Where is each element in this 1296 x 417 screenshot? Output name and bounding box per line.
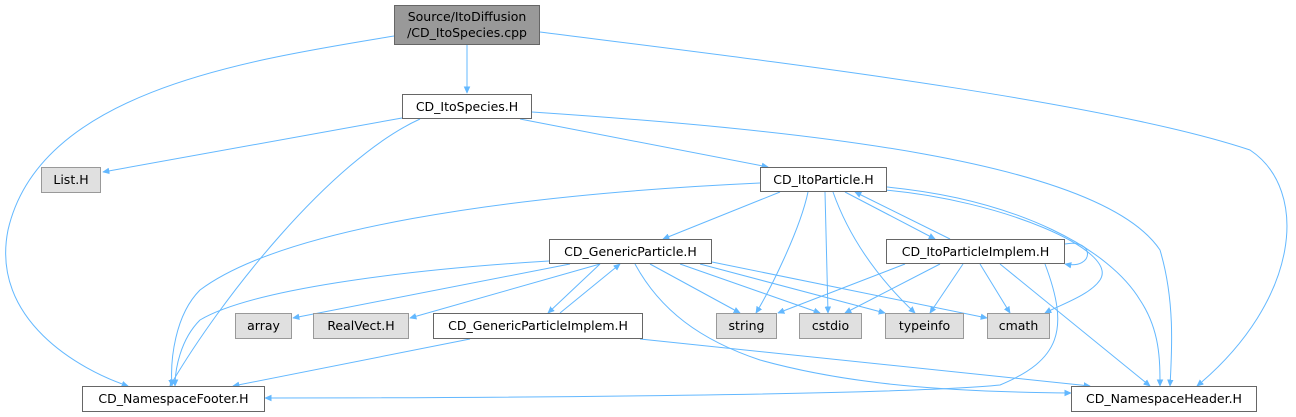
edge-generic-particle-to-string [649, 263, 740, 314]
edge-ito-particle-implem-to-ito-particle-implem [1065, 242, 1088, 265]
edge-generic-particle-implem-to-namespace-footer [233, 338, 471, 386]
edge-root-to-namespace-header [539, 31, 1288, 386]
edge-generic-particle-to-typeinfo [699, 263, 885, 313]
node-generic-particle-header[interactable]: CD_GenericParticle.H [549, 239, 712, 264]
edge-generic-particle-implem-to-generic-particle [559, 264, 620, 314]
node-array-header[interactable]: array [235, 313, 292, 339]
edge-layer [5, 31, 1288, 398]
node-string-header[interactable]: string [716, 313, 777, 339]
node-realvect-header[interactable]: RealVect.H [313, 313, 409, 339]
node-cmath-header[interactable]: cmath [987, 313, 1050, 339]
edge-generic-particle-to-cmath [711, 261, 987, 318]
node-root-source-file[interactable]: Source/ItoDiffusion /CD_ItoSpecies.cpp [394, 5, 540, 45]
edge-ito-species-to-list [103, 117, 403, 172]
node-cstdio-header[interactable]: cstdio [799, 313, 862, 339]
edge-ito-particle-to-cmath [884, 189, 1103, 314]
node-ito-particle-header[interactable]: CD_ItoParticle.H [760, 167, 887, 192]
edge-ito-particle-to-cstdio [825, 191, 828, 313]
edge-ito-species-to-namespace-header [531, 111, 1172, 386]
node-ito-particle-implem-header[interactable]: CD_ItoParticleImplem.H [886, 239, 1065, 264]
edge-ito-particle-to-generic-particle [663, 191, 781, 239]
node-list-header[interactable]: List.H [41, 167, 101, 193]
edge-ito-particle-implem-to-ito-particle [855, 191, 951, 240]
edge-ito-particle-implem-to-namespace-footer [265, 263, 1059, 398]
edge-ito-species-to-namespace-footer [170, 118, 421, 386]
node-generic-particle-implem-header[interactable]: CD_GenericParticleImplem.H [433, 313, 643, 339]
edge-generic-particle-to-realvect [410, 263, 601, 318]
edge-generic-particle-implem-to-namespace-header [639, 338, 1090, 386]
edge-ito-particle-to-string [756, 191, 809, 313]
root-label-line-2: /CD_ItoSpecies.cpp [407, 25, 527, 40]
node-namespace-header-header[interactable]: CD_NamespaceHeader.H [1071, 386, 1257, 412]
edge-ito-particle-to-namespace-footer [172, 182, 761, 386]
root-label-line-1: Source/ItoDiffusion [407, 9, 527, 24]
edge-ito-particle-implem-to-cmath [979, 263, 1010, 313]
node-typeinfo-header[interactable]: typeinfo [885, 313, 964, 339]
node-ito-species-header[interactable]: CD_ItoSpecies.H [402, 94, 532, 119]
edge-ito-particle-to-ito-particle-implem [844, 191, 935, 240]
edge-generic-particle-to-array [293, 263, 571, 318]
edge-generic-particle-to-cstdio [679, 263, 820, 313]
edge-ito-particle-implem-to-typeinfo [930, 263, 964, 313]
node-namespace-footer-header[interactable]: CD_NamespaceFooter.H [82, 386, 265, 412]
edge-ito-particle-implem-to-namespace-header [999, 263, 1150, 386]
edge-root-to-namespace-footer [5, 35, 395, 386]
edge-ito-particle-implem-to-cstdio [845, 263, 941, 314]
edge-ito-particle-to-namespace-header [886, 186, 1160, 386]
edge-ito-species-to-ito-particle [519, 118, 768, 167]
edge-generic-particle-to-namespace-header [634, 263, 1071, 393]
edge-generic-particle-to-generic-particle-implem [548, 263, 601, 313]
edge-generic-particle-to-namespace-footer [175, 260, 550, 386]
